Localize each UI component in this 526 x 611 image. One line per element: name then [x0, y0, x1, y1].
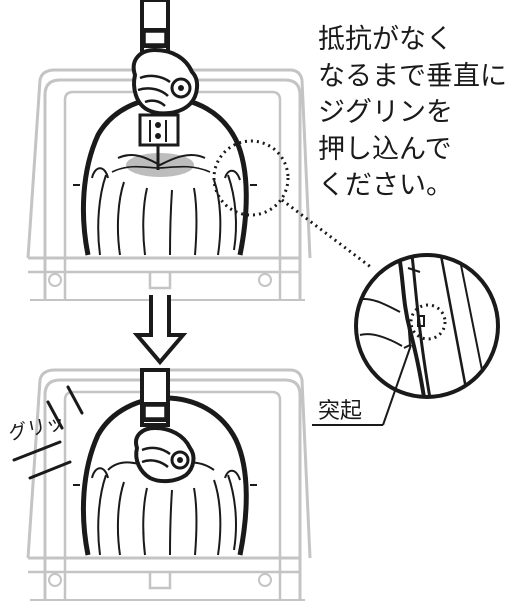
- instruction-line: ジグリンを: [318, 97, 453, 128]
- hand-icon: [134, 425, 196, 484]
- down-arrow-icon: [132, 295, 188, 366]
- instruction-line: ください。: [318, 170, 453, 201]
- instruction-line: 抵抗がなく: [318, 24, 453, 55]
- plunger-bottom: [140, 368, 170, 427]
- instruction-line: なるまで垂直に: [318, 60, 507, 92]
- protrusion-label: 突起: [318, 399, 362, 424]
- instruction-text: 抵抗がなく なるまで垂直に ジグリンを 押し込んで ください。: [318, 22, 523, 205]
- zoom-leader-line: [281, 198, 373, 270]
- hand-icon: [131, 47, 199, 116]
- zoom-origin-circle: [212, 139, 290, 217]
- instruction-line: 押し込んで: [318, 133, 452, 165]
- protrusion-pointer-line: [382, 344, 412, 426]
- magnifier-circle-icon: [354, 253, 500, 399]
- sound-effect-lines: [12, 385, 84, 480]
